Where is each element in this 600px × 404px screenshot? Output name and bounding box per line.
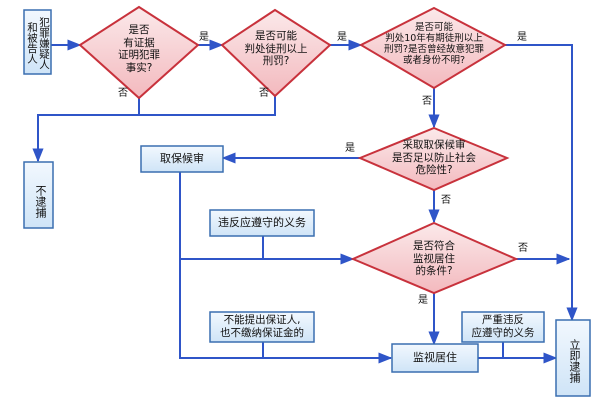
box-immediate-arrest (555, 319, 591, 397)
label-surveillance: 监视居住 (413, 351, 457, 364)
edge-label-d1-yes: 是 (199, 32, 209, 43)
label-serious-violation: 严重违反 应遵守的义务 (462, 314, 544, 340)
label-no-arrest: 不逮捕 (34, 184, 47, 218)
d5-line3: 的条件? (415, 265, 453, 277)
edge-label-d2-no: 否 (259, 88, 269, 99)
d2-line3: 刑罚? (262, 55, 290, 67)
decision-d2 (220, 8, 332, 98)
d4-line1: 采取取保候审 (402, 139, 466, 151)
decision-d3 (358, 6, 508, 90)
d1-line4: 事实? (125, 61, 153, 74)
d5-line1: 是否符合 (413, 240, 455, 252)
label-bail: 取保候审 (160, 152, 204, 165)
edge-d2-no (139, 96, 276, 116)
label-d4: 采取取保候审 是否足以防止社会 危险性? (376, 139, 492, 177)
edge-label-d5-no: 否 (518, 243, 528, 254)
d2-line1: 是否可能 (255, 30, 297, 42)
label-d1: 是否 有证据 证明犯罪 事实? (98, 24, 180, 74)
d3-line2: 判处10年有期徒刑以上 (385, 33, 483, 44)
decision-d4 (357, 126, 510, 192)
edge-label-d2-yes: 是 (337, 32, 347, 43)
d2-line2: 判处徒刑以上 (244, 42, 308, 55)
d5-line2: 监视居住 (413, 252, 455, 265)
edge-bail-down (179, 172, 393, 364)
label-no-guarantor-line1: 不能提出保证人, (223, 314, 301, 326)
label-serious-line2: 应遵守的义务 (471, 327, 535, 339)
edge-label-d3-yes: 是 (517, 32, 527, 43)
d3-line1: 是否可能 (414, 22, 453, 33)
label-immediate-arrest: 立即逮捕 (568, 339, 581, 383)
d1-line2: 有证据 (123, 36, 155, 49)
box-suspects (23, 9, 52, 75)
edge-d1-no-to-no-arrest (32, 98, 140, 163)
label-suspects: 犯罪嫌疑人和被告人 (26, 16, 50, 70)
edge-label-d4-no: 否 (441, 195, 451, 206)
label-d5: 是否符合 监视居住 的条件? (394, 240, 474, 278)
box-no-arrest (23, 161, 54, 229)
d3-line4: 或者身份不明? (402, 55, 466, 66)
decision-d1 (78, 5, 200, 100)
edge-label-d3-no: 否 (422, 96, 432, 107)
edge-label-d5-yes: 是 (418, 295, 428, 306)
d4-line3: 危险性? (415, 164, 453, 176)
edges (32, 39, 578, 364)
d1-line3: 证明犯罪 (118, 49, 160, 61)
d3-line3: 刑罚?是否曾经故意犯罪 (383, 44, 485, 55)
label-no-guarantor: 不能提出保证人, 也不缴纳保证金的 (210, 314, 314, 340)
label-no-guarantor-line2: 也不缴纳保证金的 (220, 327, 304, 339)
box-surveillance (391, 343, 479, 373)
box-obligations (209, 209, 315, 237)
d1-line1: 是否 (128, 24, 150, 36)
label-d3: 是否可能 判处10年有期徒刑以上 刑罚?是否曾经故意犯罪 或者身份不明? (366, 22, 502, 66)
label-d2: 是否可能 判处徒刑以上 刑罚? (230, 30, 322, 68)
label-obligations: 违反应遵守的义务 (218, 216, 306, 229)
box-no-guarantor (209, 311, 315, 343)
decision-d5 (350, 221, 519, 295)
edge-label-d1-no: 否 (118, 88, 128, 99)
d4-line2: 是否足以防止社会 (392, 151, 476, 164)
edge-obligations-to-d5 (180, 236, 264, 260)
box-serious-violation (461, 311, 545, 343)
edge-label-d4-yes: 是 (345, 143, 355, 154)
box-bail (140, 145, 224, 173)
edge-d3-yes-to-arrest (505, 44, 578, 322)
label-serious-line1: 严重违反 (482, 314, 524, 326)
